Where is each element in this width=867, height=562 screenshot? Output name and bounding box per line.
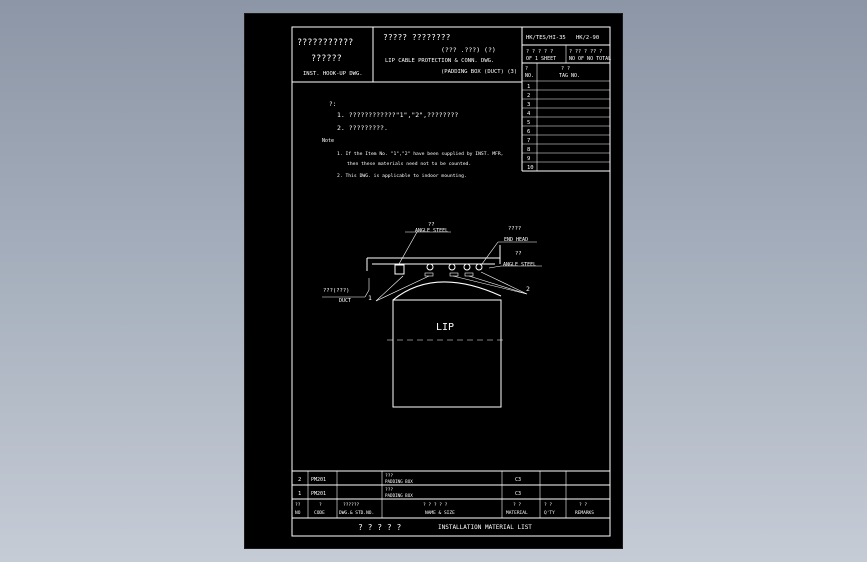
mat-header-std: DWG.& STD.NO.: [339, 510, 374, 516]
lip-box: [392, 299, 502, 408]
sheet-line3: ? ?? ? ?? ?: [569, 49, 602, 55]
connector-glands: [424, 263, 483, 277]
sheet-line2: OF 1 SHEET: [526, 56, 556, 62]
material-row-name-cn: ???: [385, 473, 393, 479]
material-row-code: PM201: [311, 477, 326, 483]
tag-row-number: 7: [527, 138, 530, 144]
callout-end-head-cn: ????: [508, 226, 521, 232]
tag-row-number: 4: [527, 111, 531, 117]
tag-table: ? NO. ? ? TAG NO. 1 2 3 4 5 6 7 8 9 10: [522, 63, 610, 172]
title-mid-line1: ????? ????????: [383, 33, 451, 42]
title-mid-line4: (PADDING BOX (DUCT) (3): [441, 69, 517, 75]
mat-header-code: CODE: [314, 510, 325, 516]
title-mid-line3: LIP CABLE PROTECTION & CONN. DWG.: [385, 58, 494, 64]
revision: HK/2-90: [576, 35, 599, 41]
callout-end-head: END HEAD: [504, 237, 528, 243]
tag-header-tag: TAG NO.: [559, 73, 580, 79]
mat-header-no-top: ??: [295, 502, 301, 508]
mat-header-mat: MATERIAL: [506, 510, 528, 516]
tag-row-number: 5: [527, 120, 530, 126]
tag-row-number: 6: [527, 129, 530, 135]
tag-header-no: NO.: [525, 73, 534, 79]
mat-header-std-top: ??????: [343, 502, 360, 508]
title-block: ??????????? ?????? INST. HOOK-UP DWG. ??…: [292, 27, 611, 171]
installation-figure: LIP ?? ANGLE STEEL ???? END HEAD ?? ANGL…: [322, 222, 542, 408]
material-row-name-cn: ???: [385, 487, 393, 493]
tag-row-number: 9: [527, 156, 530, 162]
material-row-no: 2: [298, 477, 301, 483]
note-cn-head: ?:: [329, 101, 336, 108]
note-en-1a: 1. If the Item No. "1","2" have been sup…: [337, 151, 504, 157]
tag-row-number: 2: [527, 93, 530, 99]
mat-header-no: NO: [295, 510, 301, 516]
dwg-number: HK/TES/HI-35: [526, 35, 566, 41]
mat-header-code-top: ?: [319, 502, 322, 508]
tag-row-number: 1: [527, 84, 530, 90]
tag-header-no-top: ?: [525, 66, 528, 72]
material-list-title-cn: ? ? ? ? ?: [358, 523, 402, 532]
tag-row-number: 3: [527, 102, 530, 108]
tag-row-number: 8: [527, 147, 530, 153]
material-row-material: C3: [515, 491, 521, 497]
callout-duct-cn: ???(???): [323, 288, 350, 294]
mat-header-name: NAME & SIZE: [425, 510, 455, 516]
material-list-title: INSTALLATION MATERIAL LIST: [438, 524, 532, 531]
item-2-label: 2: [526, 285, 530, 293]
title-left-line1: ???????????: [297, 38, 353, 48]
mat-header-qty: Q'TY: [544, 510, 555, 516]
drawing-sheet: ??????????? ?????? INST. HOOK-UP DWG. ??…: [244, 13, 623, 549]
item-1-label: 1: [368, 294, 372, 302]
material-row-name: PADDING BOX: [385, 493, 413, 498]
material-row-no: 1: [298, 491, 301, 497]
title-left-line2: ??????: [311, 54, 342, 64]
callout-duct: DUCT: [339, 298, 351, 304]
tag-row-number: 10: [527, 165, 534, 171]
material-row-material: C3: [515, 477, 521, 483]
material-row-code: PM201: [311, 491, 326, 497]
notes: ?: 1. ????????????"1","2",???????? 2. ??…: [322, 101, 504, 179]
callout-angle-steel2: ANGLE STEEL: [503, 262, 536, 268]
title-mid-line2: (??? .???) (?): [441, 46, 496, 54]
mat-header-name-top: ? ? ? ? ?: [423, 502, 448, 508]
sheet-line1: ? ? ? ? ?: [526, 49, 553, 55]
end-head-box: [394, 264, 405, 275]
callout-angle-steel2-cn: ??: [515, 251, 522, 257]
cable-arc: [392, 281, 502, 301]
note-en-1b: then these materials need not to be coun…: [347, 161, 471, 167]
note-en-head: Note: [322, 138, 334, 144]
sheet-line4: NO OF NO TOTAL: [569, 56, 611, 62]
mat-header-rem-top: ? ?: [579, 502, 587, 508]
material-row-name: PADDING BOX: [385, 479, 413, 484]
drawing-frame: [291, 26, 611, 537]
callout-angle-steel: ANGLE STEEL: [415, 228, 448, 234]
lip-label: LIP: [436, 322, 454, 333]
cad-drawing: ??????????? ?????? INST. HOOK-UP DWG. ??…: [291, 26, 611, 537]
title-left-line3: INST. HOOK-UP DWG.: [303, 71, 363, 77]
mat-header-qty-top: ? ?: [544, 502, 552, 508]
note-cn-1: 1. ????????????"1","2",????????: [337, 111, 458, 119]
note-cn-2: 2. ?????????.: [337, 124, 388, 132]
tag-header-tag-top: ? ?: [561, 66, 570, 72]
mat-header-rem: REMARKS: [575, 510, 594, 516]
mat-header-mat-top: ? ?: [513, 502, 521, 508]
callout-angle-steel-cn: ??: [428, 222, 435, 228]
note-en-2: 2. This DWG. is applicable to indoor mou…: [337, 173, 467, 179]
